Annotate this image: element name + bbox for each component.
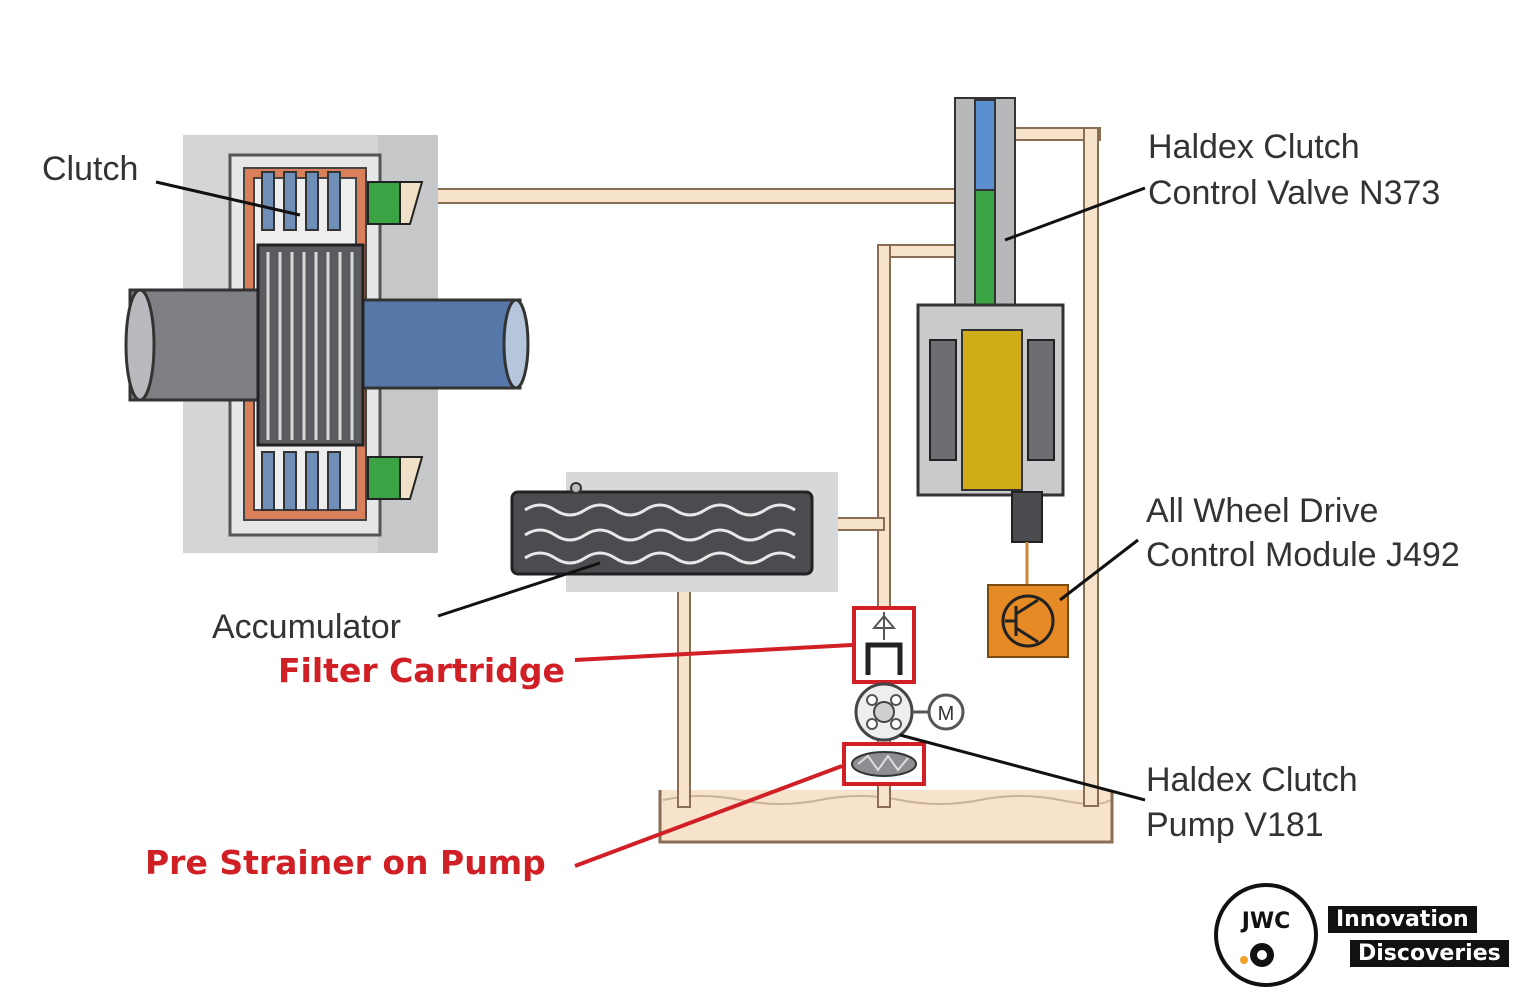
hydraulic-lines [399, 127, 1101, 808]
label-filter-cartridge: Filter Cartridge [278, 651, 565, 690]
haldex-clutch-pump-v181: M [854, 682, 965, 742]
label-pre-strainer: Pre Strainer on Pump [145, 843, 546, 882]
logo-text: JWC [1240, 909, 1291, 934]
label-pump-line1: Haldex Clutch [1146, 761, 1358, 799]
oil-reservoir [658, 790, 1114, 844]
filter-cartridge [852, 606, 916, 684]
label-awd-module-line1: All Wheel Drive [1146, 492, 1379, 530]
control-valve-n373 [916, 97, 1065, 585]
pre-strainer [842, 742, 926, 786]
brand-line2: Discoveries [1350, 940, 1509, 967]
awd-control-module-j492 [987, 584, 1069, 658]
brand-logo: JWC [1214, 883, 1318, 987]
label-awd-module-line2: Control Module J492 [1146, 536, 1460, 574]
motor-symbol: M [938, 703, 955, 725]
label-control-valve-line2: Control Valve N373 [1148, 174, 1441, 212]
accumulator [510, 472, 838, 592]
label-control-valve-line1: Haldex Clutch [1148, 128, 1360, 166]
highlight-leader-lines [574, 643, 853, 868]
motor-icon [927, 693, 965, 731]
label-clutch: Clutch [42, 150, 139, 188]
leader-lines [155, 180, 1146, 802]
brand-line1: Innovation [1328, 906, 1477, 933]
clutch-assembly [124, 135, 530, 553]
label-accumulator: Accumulator [212, 608, 401, 646]
label-pump-line2: Pump V181 [1146, 806, 1324, 844]
